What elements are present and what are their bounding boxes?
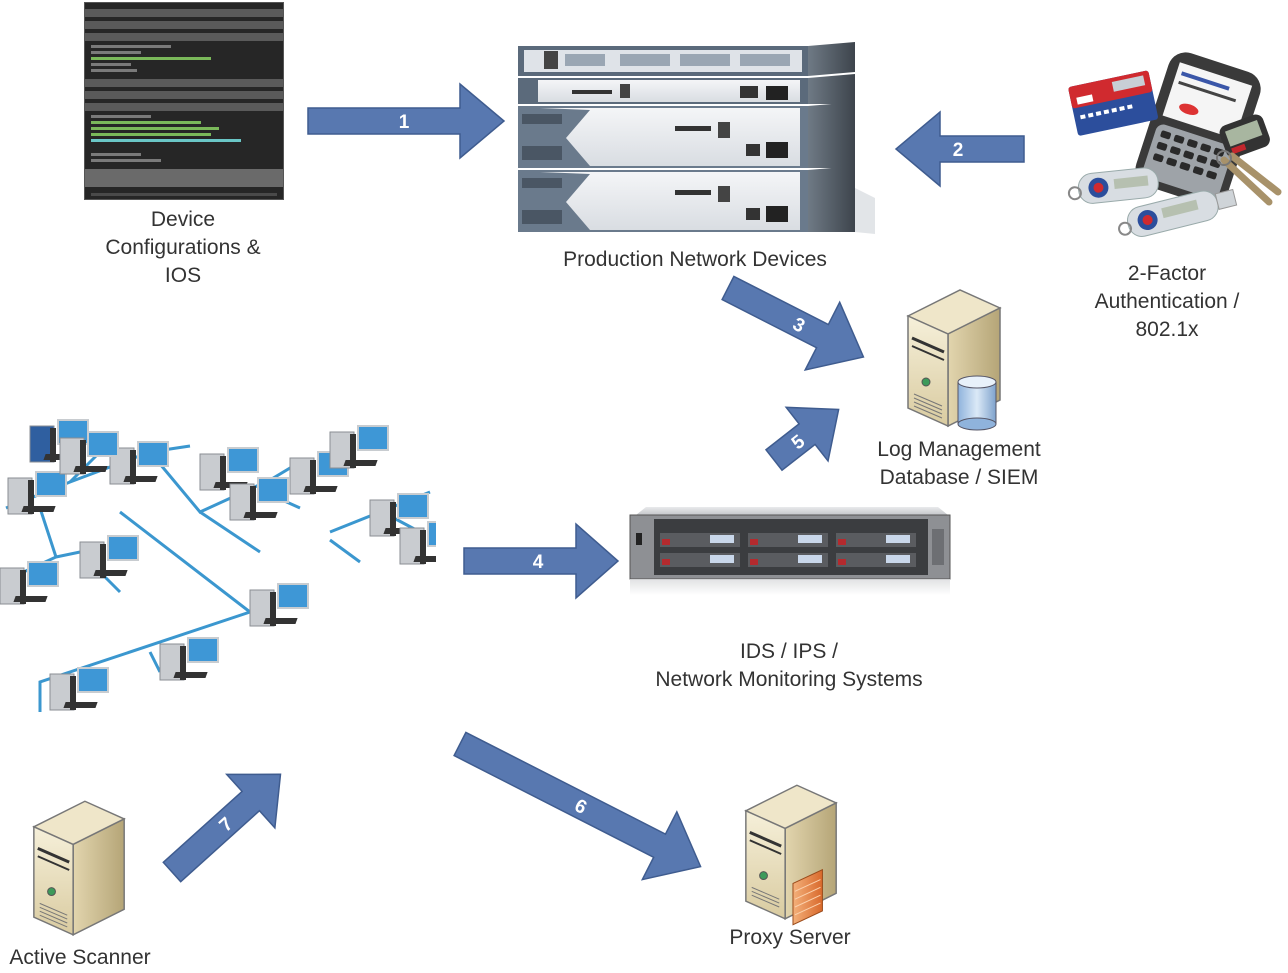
arrow-shape [463, 522, 620, 600]
terminal-config-icon [84, 2, 284, 200]
computer-icon [7, 471, 67, 515]
computer-icon [399, 521, 436, 565]
label-line: Active Scanner [9, 946, 151, 969]
label-line: Configurations & [105, 236, 261, 259]
arrow-number: 4 [533, 552, 544, 573]
device-configs-label: Device Configurations & IOS [84, 206, 282, 290]
proxy-server-icon [744, 784, 838, 926]
computer-icon [0, 561, 59, 605]
rack-server-icon [629, 507, 951, 595]
computer-icon [369, 493, 429, 537]
computer-icon [249, 583, 309, 627]
network-computers-icon [0, 419, 436, 712]
arrow-shape [894, 110, 1025, 188]
label-line: Proxy Server [729, 926, 851, 949]
computer-icon [159, 637, 219, 681]
auth-tokens-icon [1067, 52, 1282, 237]
computer-icon [79, 535, 139, 579]
arrow-shape [721, 275, 865, 372]
arrow-number: 1 [399, 112, 410, 133]
label-line: Production Network Devices [563, 248, 827, 271]
computer-icon [59, 431, 119, 475]
label-line: Device [150, 208, 216, 231]
arrow-2: 2 [894, 110, 1025, 188]
arrow-shape [453, 731, 702, 881]
active-scanner-label: Active Scanner [0, 944, 160, 972]
proxy-server-label: Proxy Server [700, 924, 880, 952]
server-tower-icon [32, 800, 126, 936]
label-line: Log Management [877, 438, 1041, 461]
computer-icon [229, 477, 289, 521]
arrow-1: 1 [307, 82, 506, 160]
arrow-shape [162, 773, 282, 883]
computer-icon [329, 425, 389, 469]
arrow-shape [307, 82, 506, 160]
two-factor-auth-label: 2-Factor Authentication / 802.1x [1064, 260, 1270, 344]
label-line: Authentication / [1094, 290, 1240, 313]
computer-icon [49, 667, 109, 711]
label-line: IDS / IPS / [739, 640, 839, 663]
arrow-7: 7 [162, 773, 282, 883]
arrow-6: 6 [453, 731, 702, 881]
arrow-number: 2 [953, 140, 964, 161]
log-management-label: Log Management Database / SIEM [850, 436, 1068, 492]
database-server-icon [906, 289, 1002, 431]
router-stack-icon [518, 42, 875, 234]
arrow-3: 3 [721, 275, 865, 372]
production-network-devices-label: Production Network Devices [510, 246, 880, 274]
ids-ips-label: IDS / IPS / Network Monitoring Systems [626, 638, 952, 694]
label-line: Network Monitoring Systems [655, 668, 923, 691]
arrow-shape [764, 406, 840, 472]
label-line: 802.1x [1135, 318, 1199, 341]
label-line: IOS [164, 264, 202, 287]
label-line: 2-Factor [1127, 262, 1207, 285]
arrow-5: 5 [764, 406, 840, 472]
label-line: Database / SIEM [879, 466, 1039, 489]
arrow-4: 4 [463, 522, 620, 600]
